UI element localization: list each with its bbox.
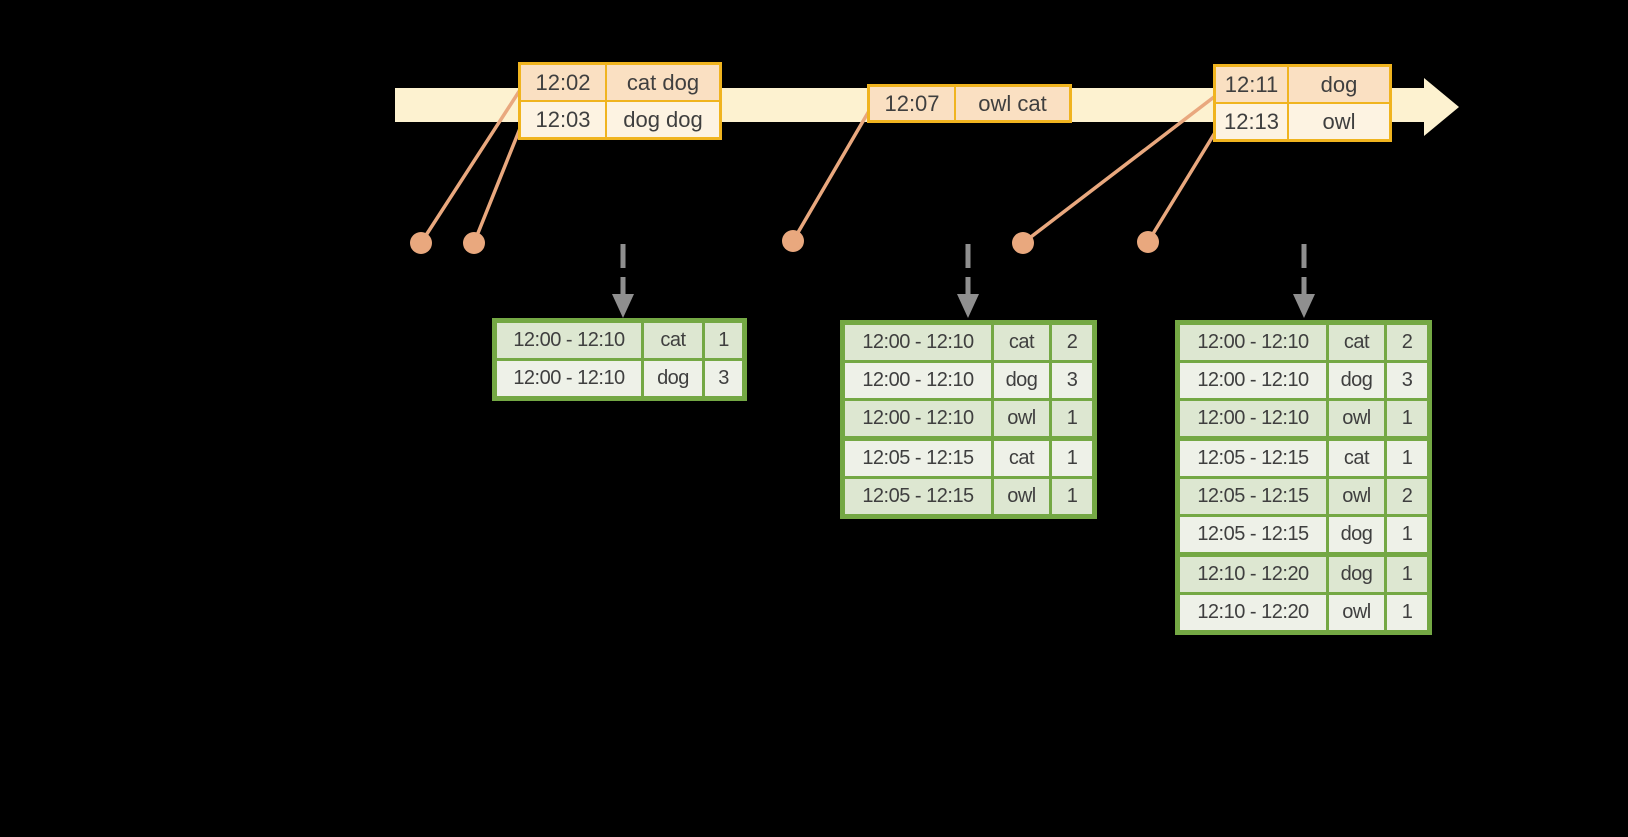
trigger-arrow-icon xyxy=(1293,244,1315,318)
event-connector-line xyxy=(472,124,523,245)
count-cell: 1 xyxy=(1387,441,1427,476)
count-cell: 1 xyxy=(1387,401,1427,436)
table-row: 12:00 - 12:10 dog 3 xyxy=(1180,363,1427,398)
event-dot xyxy=(782,230,804,252)
window-cell: 12:05 - 12:15 xyxy=(1180,441,1326,476)
word-cell: dog xyxy=(1329,363,1384,398)
word-cell: owl xyxy=(1329,401,1384,436)
result-table-3: 12:00 - 12:10 cat 2 12:00 - 12:10 dog 3 … xyxy=(1175,320,1432,635)
window-cell: 12:00 - 12:10 xyxy=(845,363,991,398)
word-cell: cat xyxy=(1329,441,1384,476)
word-cell: owl xyxy=(1329,595,1384,630)
table-row: 12:10 - 12:20 dog 1 xyxy=(1180,557,1427,592)
window-cell: 12:05 - 12:15 xyxy=(845,441,991,476)
event-time-cell: 12:07 xyxy=(870,87,954,120)
event-words-cell: dog xyxy=(1289,67,1389,102)
table-row: 12:00 - 12:10 cat 2 xyxy=(845,325,1092,360)
word-cell: dog xyxy=(644,361,702,396)
event-dot xyxy=(1012,232,1034,254)
event-time-cell: 12:02 xyxy=(521,65,605,100)
count-cell: 1 xyxy=(705,323,742,358)
table-row: 12:00 - 12:10 cat 2 xyxy=(1180,325,1427,360)
count-cell: 2 xyxy=(1387,325,1427,360)
input-batch-table-2: 12:07 owl cat xyxy=(867,84,1072,123)
event-dot xyxy=(1137,231,1159,253)
count-cell: 1 xyxy=(1052,401,1092,436)
table-row: 12:00 - 12:10 owl 1 xyxy=(1180,401,1427,436)
event-connector-line xyxy=(419,88,522,245)
table-row: 12:05 - 12:15 cat 1 xyxy=(845,441,1092,476)
count-cell: 1 xyxy=(1052,441,1092,476)
word-cell: owl xyxy=(994,401,1049,436)
window-cell: 12:00 - 12:10 xyxy=(497,361,641,396)
window-cell: 12:10 - 12:20 xyxy=(1180,595,1326,630)
input-batch-table-3: 12:11 dog 12:13 owl xyxy=(1213,64,1392,142)
window-cell: 12:00 - 12:10 xyxy=(1180,363,1326,398)
event-words-cell: dog dog xyxy=(607,102,719,137)
word-cell: cat xyxy=(994,325,1049,360)
count-cell: 1 xyxy=(1387,517,1427,552)
event-time-cell: 12:11 xyxy=(1216,67,1287,102)
trigger-arrow-icon xyxy=(612,244,634,318)
window-cell: 12:05 - 12:15 xyxy=(1180,517,1326,552)
event-connector-line xyxy=(1021,95,1216,245)
event-dot xyxy=(410,232,432,254)
window-cell: 12:00 - 12:10 xyxy=(845,325,991,360)
input-batch-table-1: 12:02 cat dog 12:03 dog dog xyxy=(518,62,722,140)
count-cell: 3 xyxy=(1387,363,1427,398)
table-row: 12:00 - 12:10 owl 1 xyxy=(845,401,1092,436)
table-row: 12:00 - 12:10 dog 3 xyxy=(497,361,742,396)
word-cell: cat xyxy=(1329,325,1384,360)
window-cell: 12:00 - 12:10 xyxy=(845,401,991,436)
event-words-cell: owl cat xyxy=(956,87,1069,120)
word-cell: owl xyxy=(1329,479,1384,514)
table-row: 12:05 - 12:15 owl 1 xyxy=(845,479,1092,514)
event-words-cell: owl xyxy=(1289,104,1389,139)
count-cell: 2 xyxy=(1052,325,1092,360)
result-table-2: 12:00 - 12:10 cat 2 12:00 - 12:10 dog 3 … xyxy=(840,320,1097,519)
window-cell: 12:00 - 12:10 xyxy=(1180,325,1326,360)
window-cell: 12:05 - 12:15 xyxy=(845,479,991,514)
window-cell: 12:00 - 12:10 xyxy=(497,323,641,358)
word-cell: cat xyxy=(644,323,702,358)
table-row: 12:00 - 12:10 dog 3 xyxy=(845,363,1092,398)
event-connector-line xyxy=(1146,129,1218,244)
word-cell: dog xyxy=(994,363,1049,398)
table-row: 12:05 - 12:15 cat 1 xyxy=(1180,441,1427,476)
table-row: 12:00 - 12:10 cat 1 xyxy=(497,323,742,358)
window-cell: 12:10 - 12:20 xyxy=(1180,557,1326,592)
table-row: 12:05 - 12:15 dog 1 xyxy=(1180,517,1427,552)
count-cell: 2 xyxy=(1387,479,1427,514)
count-cell: 1 xyxy=(1387,557,1427,592)
window-cell: 12:05 - 12:15 xyxy=(1180,479,1326,514)
table-row: 12:05 - 12:15 owl 2 xyxy=(1180,479,1427,514)
event-words-cell: cat dog xyxy=(607,65,719,100)
word-cell: dog xyxy=(1329,517,1384,552)
event-connector-line xyxy=(791,109,871,243)
window-cell: 12:00 - 12:10 xyxy=(1180,401,1326,436)
event-time-cell: 12:13 xyxy=(1216,104,1287,139)
result-table-1: 12:00 - 12:10 cat 1 12:00 - 12:10 dog 3 xyxy=(492,318,747,401)
word-cell: dog xyxy=(1329,557,1384,592)
table-row: 12:10 - 12:20 owl 1 xyxy=(1180,595,1427,630)
trigger-arrow-icon xyxy=(957,244,979,318)
count-cell: 3 xyxy=(1052,363,1092,398)
count-cell: 3 xyxy=(705,361,742,396)
word-cell: cat xyxy=(994,441,1049,476)
event-dot xyxy=(463,232,485,254)
count-cell: 1 xyxy=(1052,479,1092,514)
event-time-cell: 12:03 xyxy=(521,102,605,137)
word-cell: owl xyxy=(994,479,1049,514)
count-cell: 1 xyxy=(1387,595,1427,630)
